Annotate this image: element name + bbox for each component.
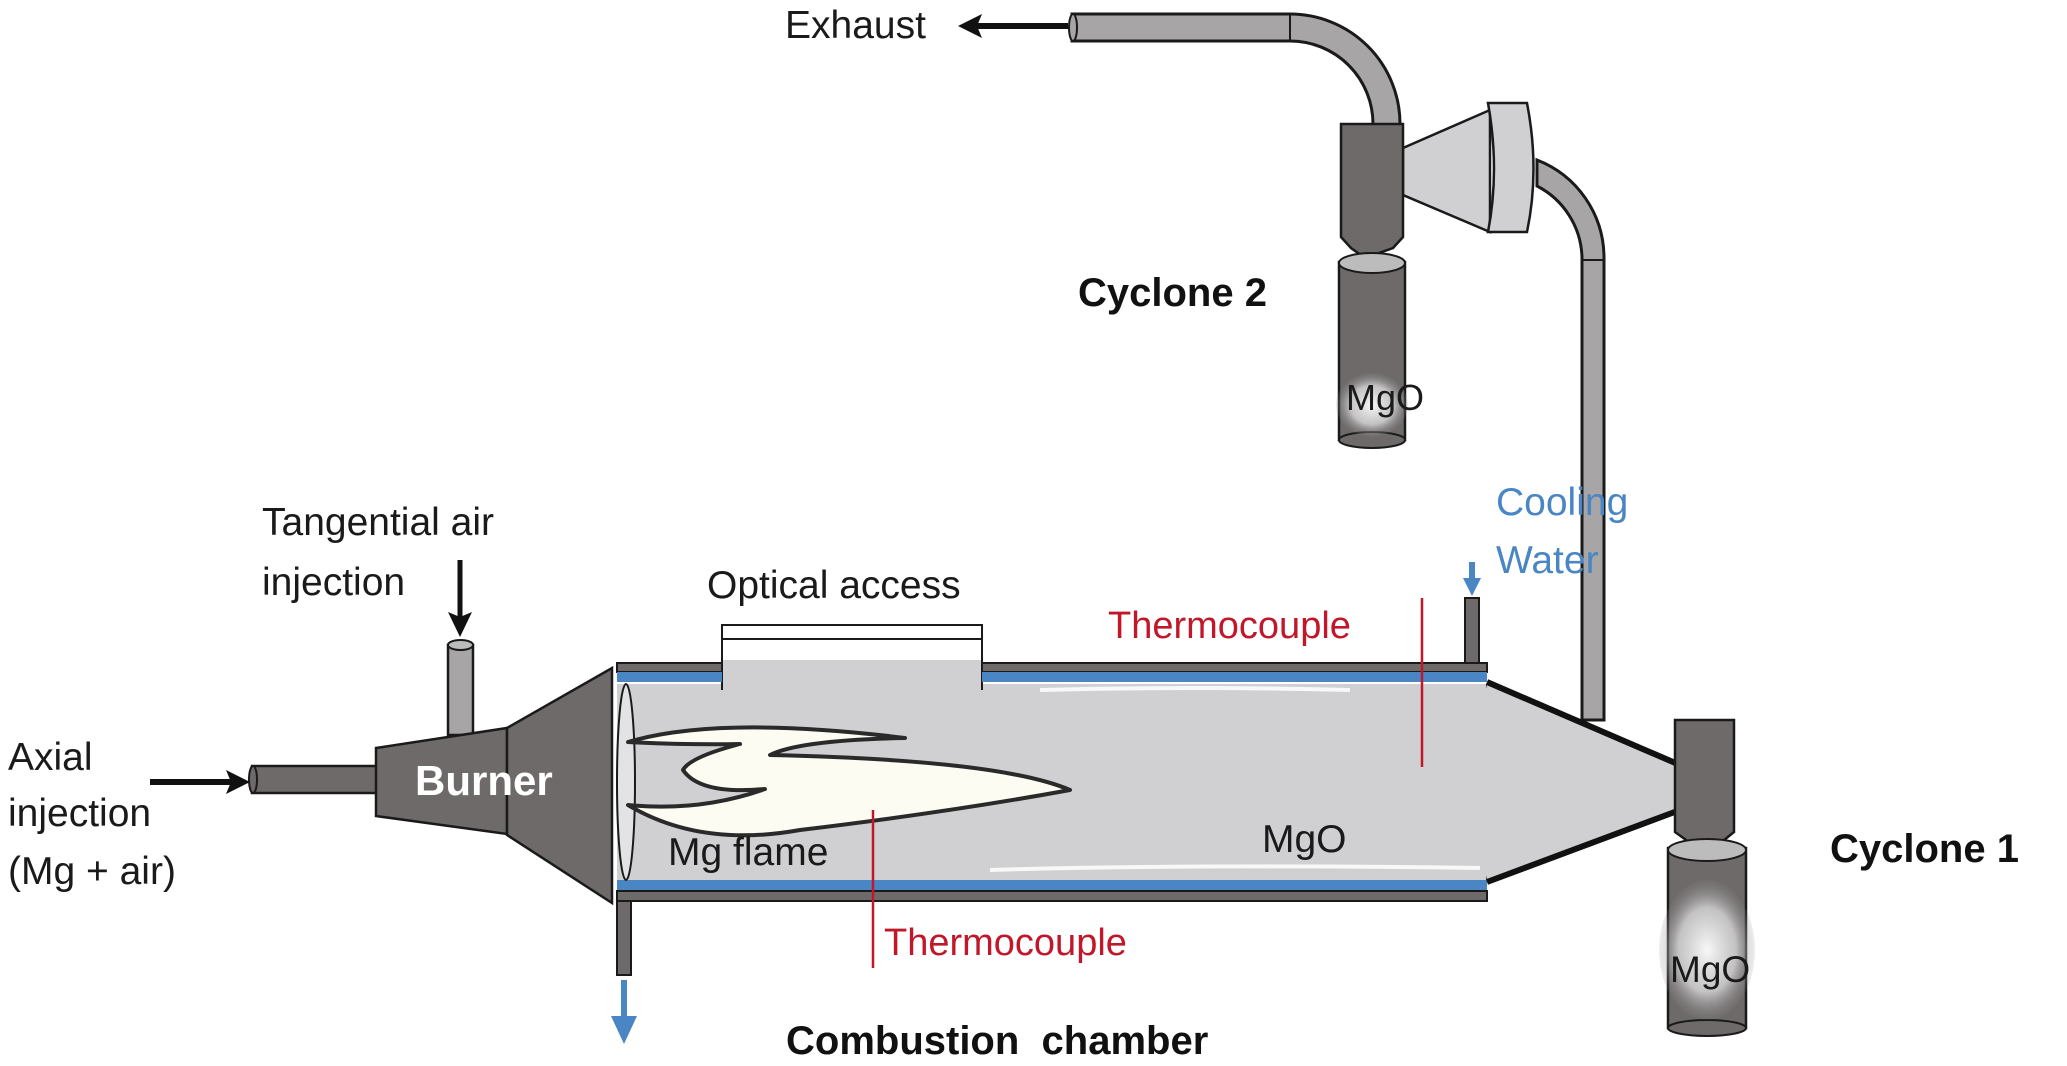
combustion-chamber-label: Combustion chamber — [786, 1019, 1208, 1063]
arrow-left-icon — [958, 14, 1068, 38]
burner — [374, 665, 614, 906]
axial-injection-label-line3: (Mg + air) — [8, 850, 176, 893]
exhaust-label: Exhaust — [785, 4, 926, 47]
arrow-down-icon — [448, 560, 472, 637]
mg-flame-label: Mg flame — [668, 831, 828, 874]
burner-label: Burner — [415, 757, 553, 804]
cooling-water-inlet-tube — [1464, 597, 1480, 664]
mg-flame-shape — [626, 725, 1072, 838]
thermocouple-top-label: Thermocouple — [1108, 605, 1351, 647]
cyclone-1-label: Cyclone 1 — [1830, 827, 2019, 871]
cyclone-2 — [1336, 122, 1408, 449]
tangential-air-label-line2: injection — [262, 561, 405, 604]
optical-access-label: Optical access — [707, 564, 961, 607]
axial-injection-pipe — [248, 764, 379, 795]
cooling-water-label-line1: Cooling — [1496, 481, 1628, 524]
arrow-down-icon — [1463, 562, 1481, 596]
chamber-mgo-label: MgO — [1262, 818, 1347, 861]
cooling-water-outlet-tube — [616, 900, 632, 976]
tangential-air-label-line1: Tangential air — [262, 501, 494, 544]
chamber-exit-cone — [1485, 679, 1682, 885]
arrow-right-icon — [150, 770, 250, 794]
cyclone-2-label: Cyclone 2 — [1078, 271, 1267, 315]
axial-injection-label-line2: injection — [8, 792, 151, 835]
arrow-down-icon — [611, 980, 637, 1044]
cyclone-2-inlet — [1401, 101, 1535, 234]
axial-injection-label-line1: Axial — [8, 736, 93, 779]
connecting-pipe — [1535, 157, 1606, 722]
thermocouple-bottom-label: Thermocouple — [884, 922, 1127, 964]
cyclone-2-mgo-label: MgO — [1346, 377, 1424, 418]
tangential-air-pipe — [446, 639, 475, 737]
cooling-water-label-line2: Water — [1496, 539, 1599, 582]
cyclone-1-mgo-label: MgO — [1670, 949, 1750, 990]
exhaust-pipe — [1068, 12, 1402, 132]
cyclone-1 — [1659, 718, 1755, 1037]
